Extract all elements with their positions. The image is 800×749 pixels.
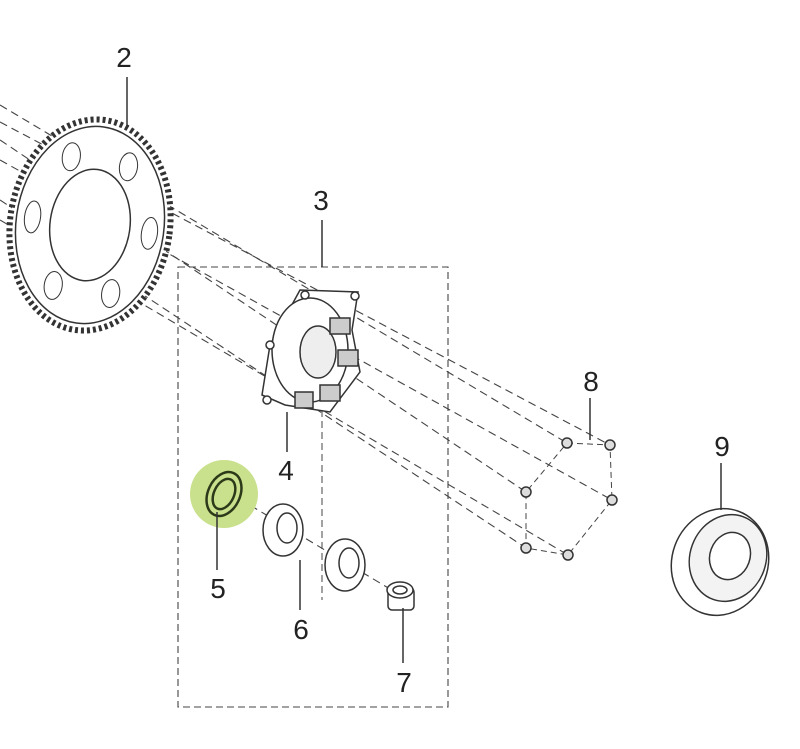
sprocket-part-2[interactable] [0,109,184,341]
highlight-marker [190,460,258,528]
callout-3[interactable]: 3 [313,185,329,216]
sprocket-carrier-part-4[interactable] [261,289,361,413]
callout-4[interactable]: 4 [278,455,294,486]
leader-lines [126,77,722,663]
callout-7[interactable]: 7 [396,667,412,698]
oil-seal-part-5[interactable] [200,466,248,521]
bearings-part-6[interactable] [262,503,366,592]
spacer-part-7[interactable] [386,581,415,611]
callout-5[interactable]: 5 [210,573,226,604]
callout-9[interactable]: 9 [714,431,730,462]
nuts-part-8[interactable] [520,437,618,561]
callout-2[interactable]: 2 [116,42,132,73]
callout-8[interactable]: 8 [583,366,599,397]
callout-6[interactable]: 6 [293,614,309,645]
assembly-group-box [177,266,449,708]
cush-drive-damper-part-9[interactable] [656,495,783,629]
